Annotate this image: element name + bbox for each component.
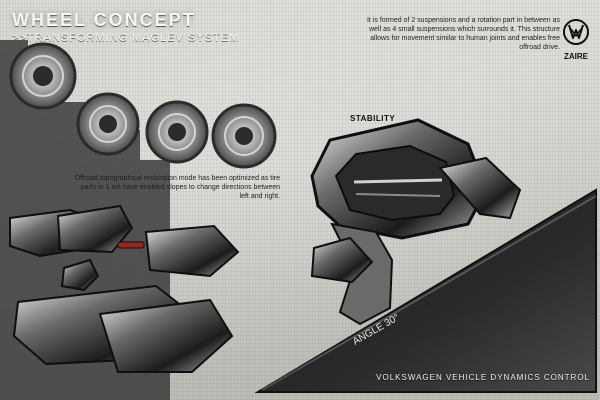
slope-edge-highlight [261, 195, 597, 391]
structure-description: It is formed of 2 suspensions and a rota… [366, 17, 560, 51]
wheel-sequence-1 [9, 42, 77, 110]
stability-label: STABILITY [350, 114, 396, 123]
page-title: WHEEL CONCEPT [12, 10, 196, 30]
footer-caption: VOLKSWAGEN VEHICLE DYNAMICS CONTROL [376, 373, 590, 382]
wheel-assembly [310, 118, 522, 326]
page-subtitle: >>TRANSFORMING MAGLEV SYSTEM [12, 32, 240, 44]
wheel-sequence-4 [211, 103, 277, 169]
brand-label: ZAIRE [564, 52, 589, 61]
inclined-slope [254, 188, 597, 393]
offroad-description: Offroad topographical restoration mode h… [74, 175, 280, 200]
wheel-evolution-sequence [9, 42, 277, 169]
exploded-parts-cluster [9, 204, 240, 373]
wheel-sequence-3 [145, 100, 209, 164]
wheel-sequence-2 [76, 92, 140, 156]
volkswagen-logo-icon: ZAIRE [563, 19, 589, 61]
